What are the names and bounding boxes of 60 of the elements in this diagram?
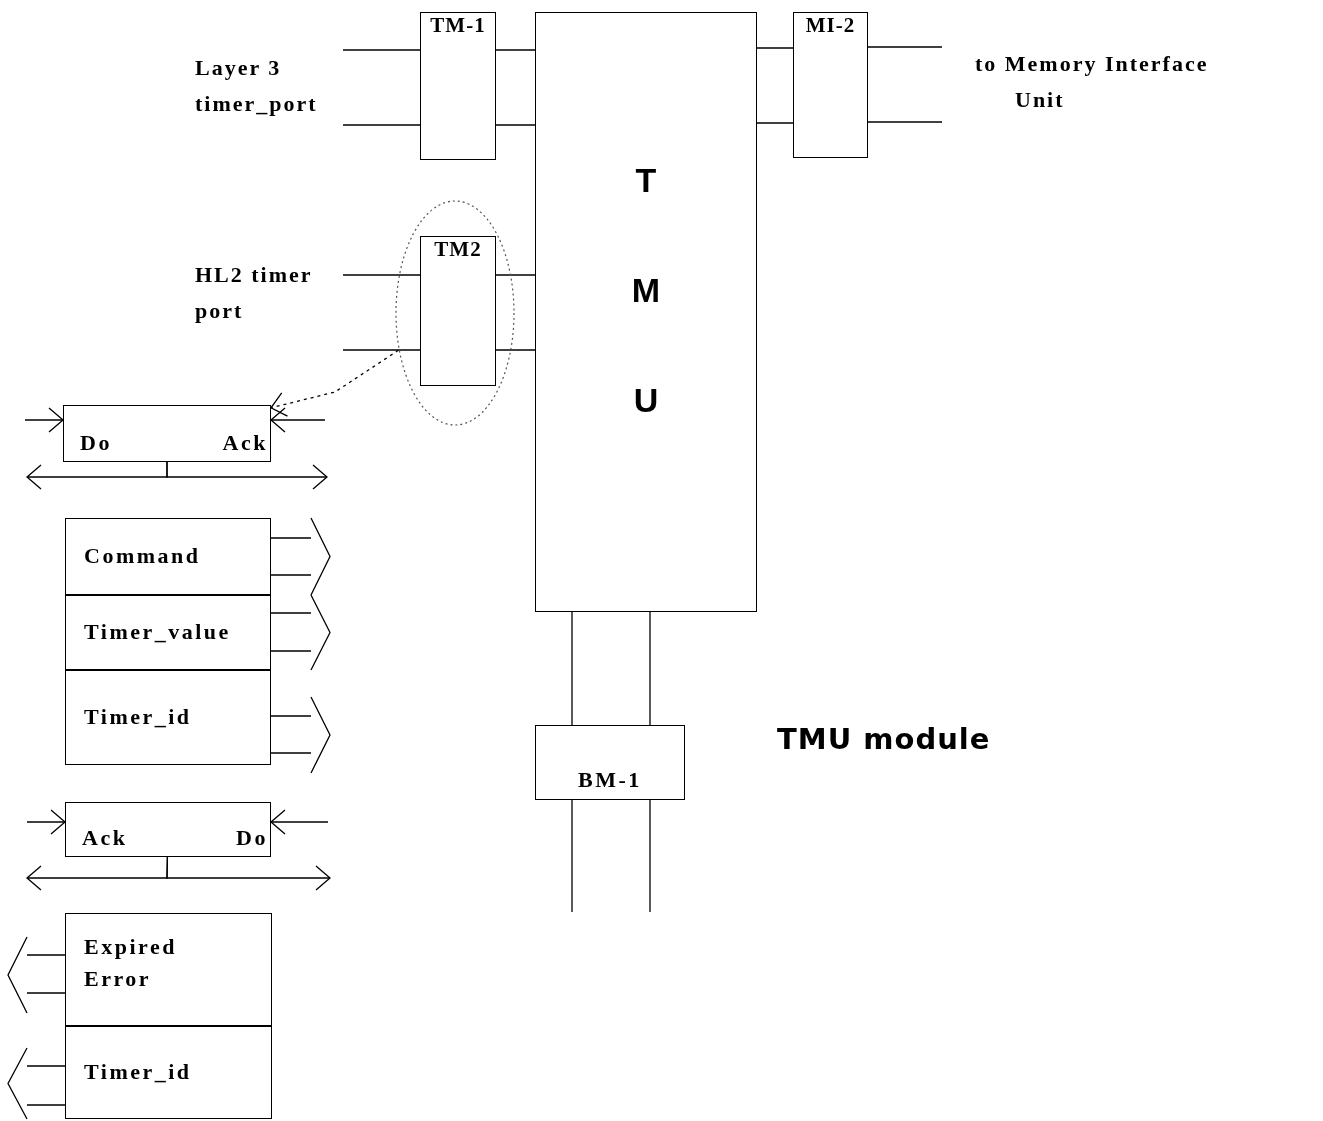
box-label: Ack	[222, 429, 268, 456]
connector-line	[495, 124, 536, 126]
connector-line	[571, 799, 573, 913]
box-label: MI-2	[805, 13, 856, 39]
arrow	[270, 809, 329, 835]
connector-line	[342, 124, 421, 126]
box-label: Command	[84, 543, 201, 570]
box-label: BM-1	[578, 766, 642, 793]
arrow	[24, 407, 64, 433]
bus-lines	[26, 1065, 66, 1106]
signal-box	[65, 595, 271, 670]
arrow	[26, 809, 66, 835]
box-label: Error	[84, 966, 152, 993]
signal-box	[65, 913, 272, 1026]
connector-line	[756, 122, 794, 124]
connector-line	[867, 46, 943, 48]
port-label: to Memory Interface Unit	[975, 50, 1210, 114]
connector-line	[342, 349, 421, 351]
box-label: TM2	[434, 237, 482, 263]
connector-line	[867, 121, 943, 123]
port-label: Layer 3 timer_port	[195, 54, 319, 118]
dotted-ellipse	[395, 200, 515, 426]
connector-line	[495, 49, 536, 51]
box-label: Expired	[84, 934, 177, 961]
dashed-arrow	[270, 349, 400, 417]
signal-box	[65, 1026, 272, 1119]
connector-line	[495, 349, 536, 351]
box-label: Timer_id	[84, 1059, 192, 1086]
arrow	[270, 407, 326, 433]
connector-line	[649, 611, 651, 726]
bus-lines	[270, 612, 312, 652]
signal-box	[65, 670, 271, 765]
port-box	[793, 12, 868, 158]
module-box	[535, 12, 757, 612]
handshake-box	[65, 802, 271, 857]
box-label: Do	[80, 429, 112, 456]
connector-line	[571, 611, 573, 726]
arrow	[166, 461, 328, 490]
port-box	[420, 236, 496, 386]
bus-lines	[270, 715, 312, 754]
bus-lines	[26, 954, 66, 994]
handshake-box	[63, 405, 271, 462]
box-label: Timer_value	[84, 619, 231, 646]
box-label: Ack	[82, 824, 128, 851]
box-label: TM-1	[430, 13, 486, 39]
arrow	[166, 856, 331, 891]
box-label: Timer_id	[84, 704, 192, 731]
diagram-title: TMU module	[777, 722, 991, 756]
module-label: TMU	[630, 160, 662, 421]
bus-lines	[270, 537, 312, 576]
connector-line	[649, 799, 651, 913]
box-label: Do	[236, 824, 268, 851]
connector-line	[756, 47, 794, 49]
connector-line	[495, 274, 536, 276]
signal-box	[65, 518, 271, 595]
connector-line	[342, 274, 421, 276]
port-label: HL2 timer port	[195, 261, 314, 325]
port-box	[535, 725, 685, 800]
port-box	[420, 12, 496, 160]
connector-line	[342, 49, 421, 51]
